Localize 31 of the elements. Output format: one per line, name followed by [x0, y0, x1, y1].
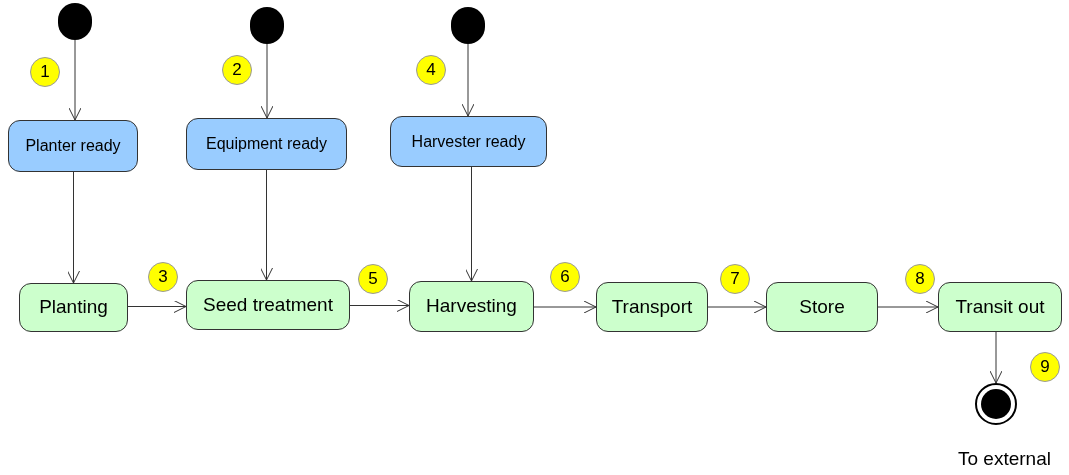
state-box: Equipment ready [186, 118, 347, 170]
state-box: Transit out [938, 282, 1062, 332]
arrow [533, 300, 597, 314]
state-box: Seed treatment [186, 280, 350, 330]
callout-number: 7 [720, 264, 750, 294]
arrow [260, 169, 273, 281]
state-box: Transport [596, 282, 708, 332]
callout-number: 6 [550, 262, 580, 292]
arrow [465, 166, 478, 282]
arrow [707, 300, 767, 314]
arrow [260, 43, 274, 119]
state-box: Planter ready [8, 120, 138, 172]
state-box: Store [766, 282, 878, 332]
callout-number: 3 [148, 262, 178, 292]
arrow [127, 300, 187, 313]
arrow [877, 300, 939, 314]
callout-number: 5 [358, 264, 388, 294]
callout-number: 1 [30, 57, 60, 87]
state-box: Harvester ready [390, 116, 547, 167]
state-box: Harvesting [409, 281, 534, 332]
callout-number: 2 [222, 55, 252, 85]
callout-number: 9 [1030, 352, 1060, 382]
callout-number: 4 [416, 55, 446, 85]
state-box: Planting [19, 283, 128, 332]
arrow [989, 331, 1003, 384]
state-caption: To external [958, 447, 1051, 471]
callout-number: 8 [905, 264, 935, 294]
arrow [349, 299, 410, 312]
arrow [67, 171, 80, 284]
arrow [68, 39, 82, 121]
arrow [461, 43, 475, 117]
